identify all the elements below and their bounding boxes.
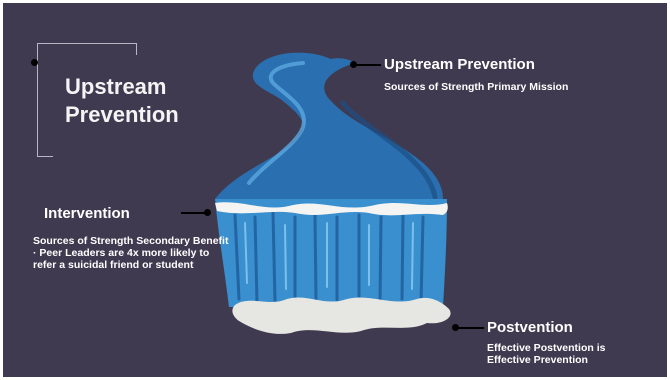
waterfall-light-streaks bbox=[244, 222, 414, 290]
page-title-line-2: Prevention bbox=[65, 102, 179, 127]
slide: Upstream Prevention Upstream Prevention … bbox=[3, 3, 667, 377]
postvention-heading: Postvention bbox=[487, 319, 573, 336]
intervention-bullet: Peer Leaders are 4x more likely to refer… bbox=[33, 247, 233, 271]
river-highlight-2 bbox=[340, 100, 438, 200]
waterfall-streaks bbox=[233, 211, 425, 305]
upstream-connector-line bbox=[354, 64, 381, 66]
intervention-text-block: Sources of Strength Secondary Benefit Pe… bbox=[33, 235, 233, 271]
postvention-subtitle: Effective Postvention is Effective Preve… bbox=[487, 342, 606, 366]
intervention-heading: Intervention bbox=[44, 205, 130, 222]
intervention-subtitle: Sources of Strength Secondary Benefit bbox=[33, 235, 229, 247]
intervention-connector-line bbox=[181, 212, 208, 214]
upstream-connector-dot bbox=[350, 61, 357, 68]
postvention-connector-line bbox=[456, 327, 484, 329]
river-highlight bbox=[247, 61, 306, 185]
bracket-top-line bbox=[37, 43, 137, 44]
bracket-side-line bbox=[37, 43, 38, 156]
waterfall-crest-foam bbox=[215, 202, 448, 216]
bracket-dot bbox=[31, 59, 38, 66]
page-title-line-1: Upstream bbox=[65, 74, 167, 99]
intervention-connector-dot bbox=[204, 209, 211, 216]
upstream-subtitle: Sources of Strength Primary Mission bbox=[384, 81, 569, 93]
page-title: Upstream Prevention bbox=[65, 73, 179, 129]
postvention-connector-dot bbox=[452, 324, 459, 331]
waterfall-base-foam bbox=[232, 297, 451, 334]
bracket-bottom-line bbox=[37, 156, 53, 157]
upstream-heading: Upstream Prevention bbox=[384, 56, 535, 73]
intervention-bullet-list: Peer Leaders are 4x more likely to refer… bbox=[33, 247, 233, 271]
river-waterfall-illustration bbox=[215, 52, 451, 334]
river-path bbox=[215, 52, 443, 200]
bracket-tick-line bbox=[136, 43, 137, 55]
